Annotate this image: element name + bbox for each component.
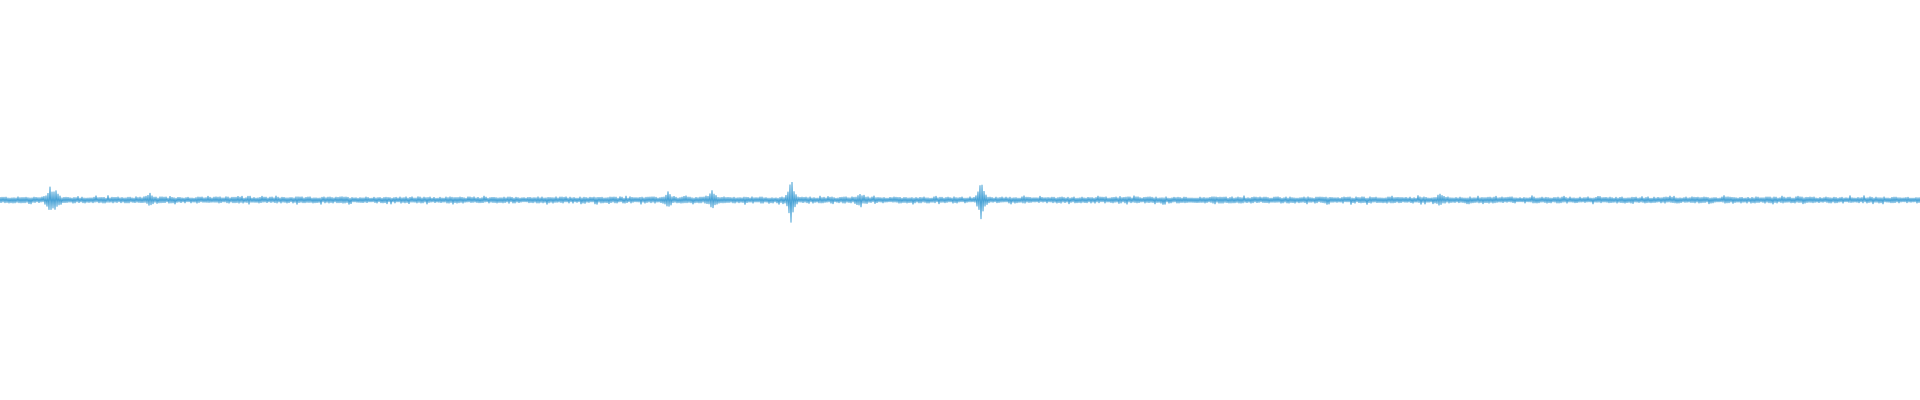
waveform-trace (0, 181, 1920, 223)
